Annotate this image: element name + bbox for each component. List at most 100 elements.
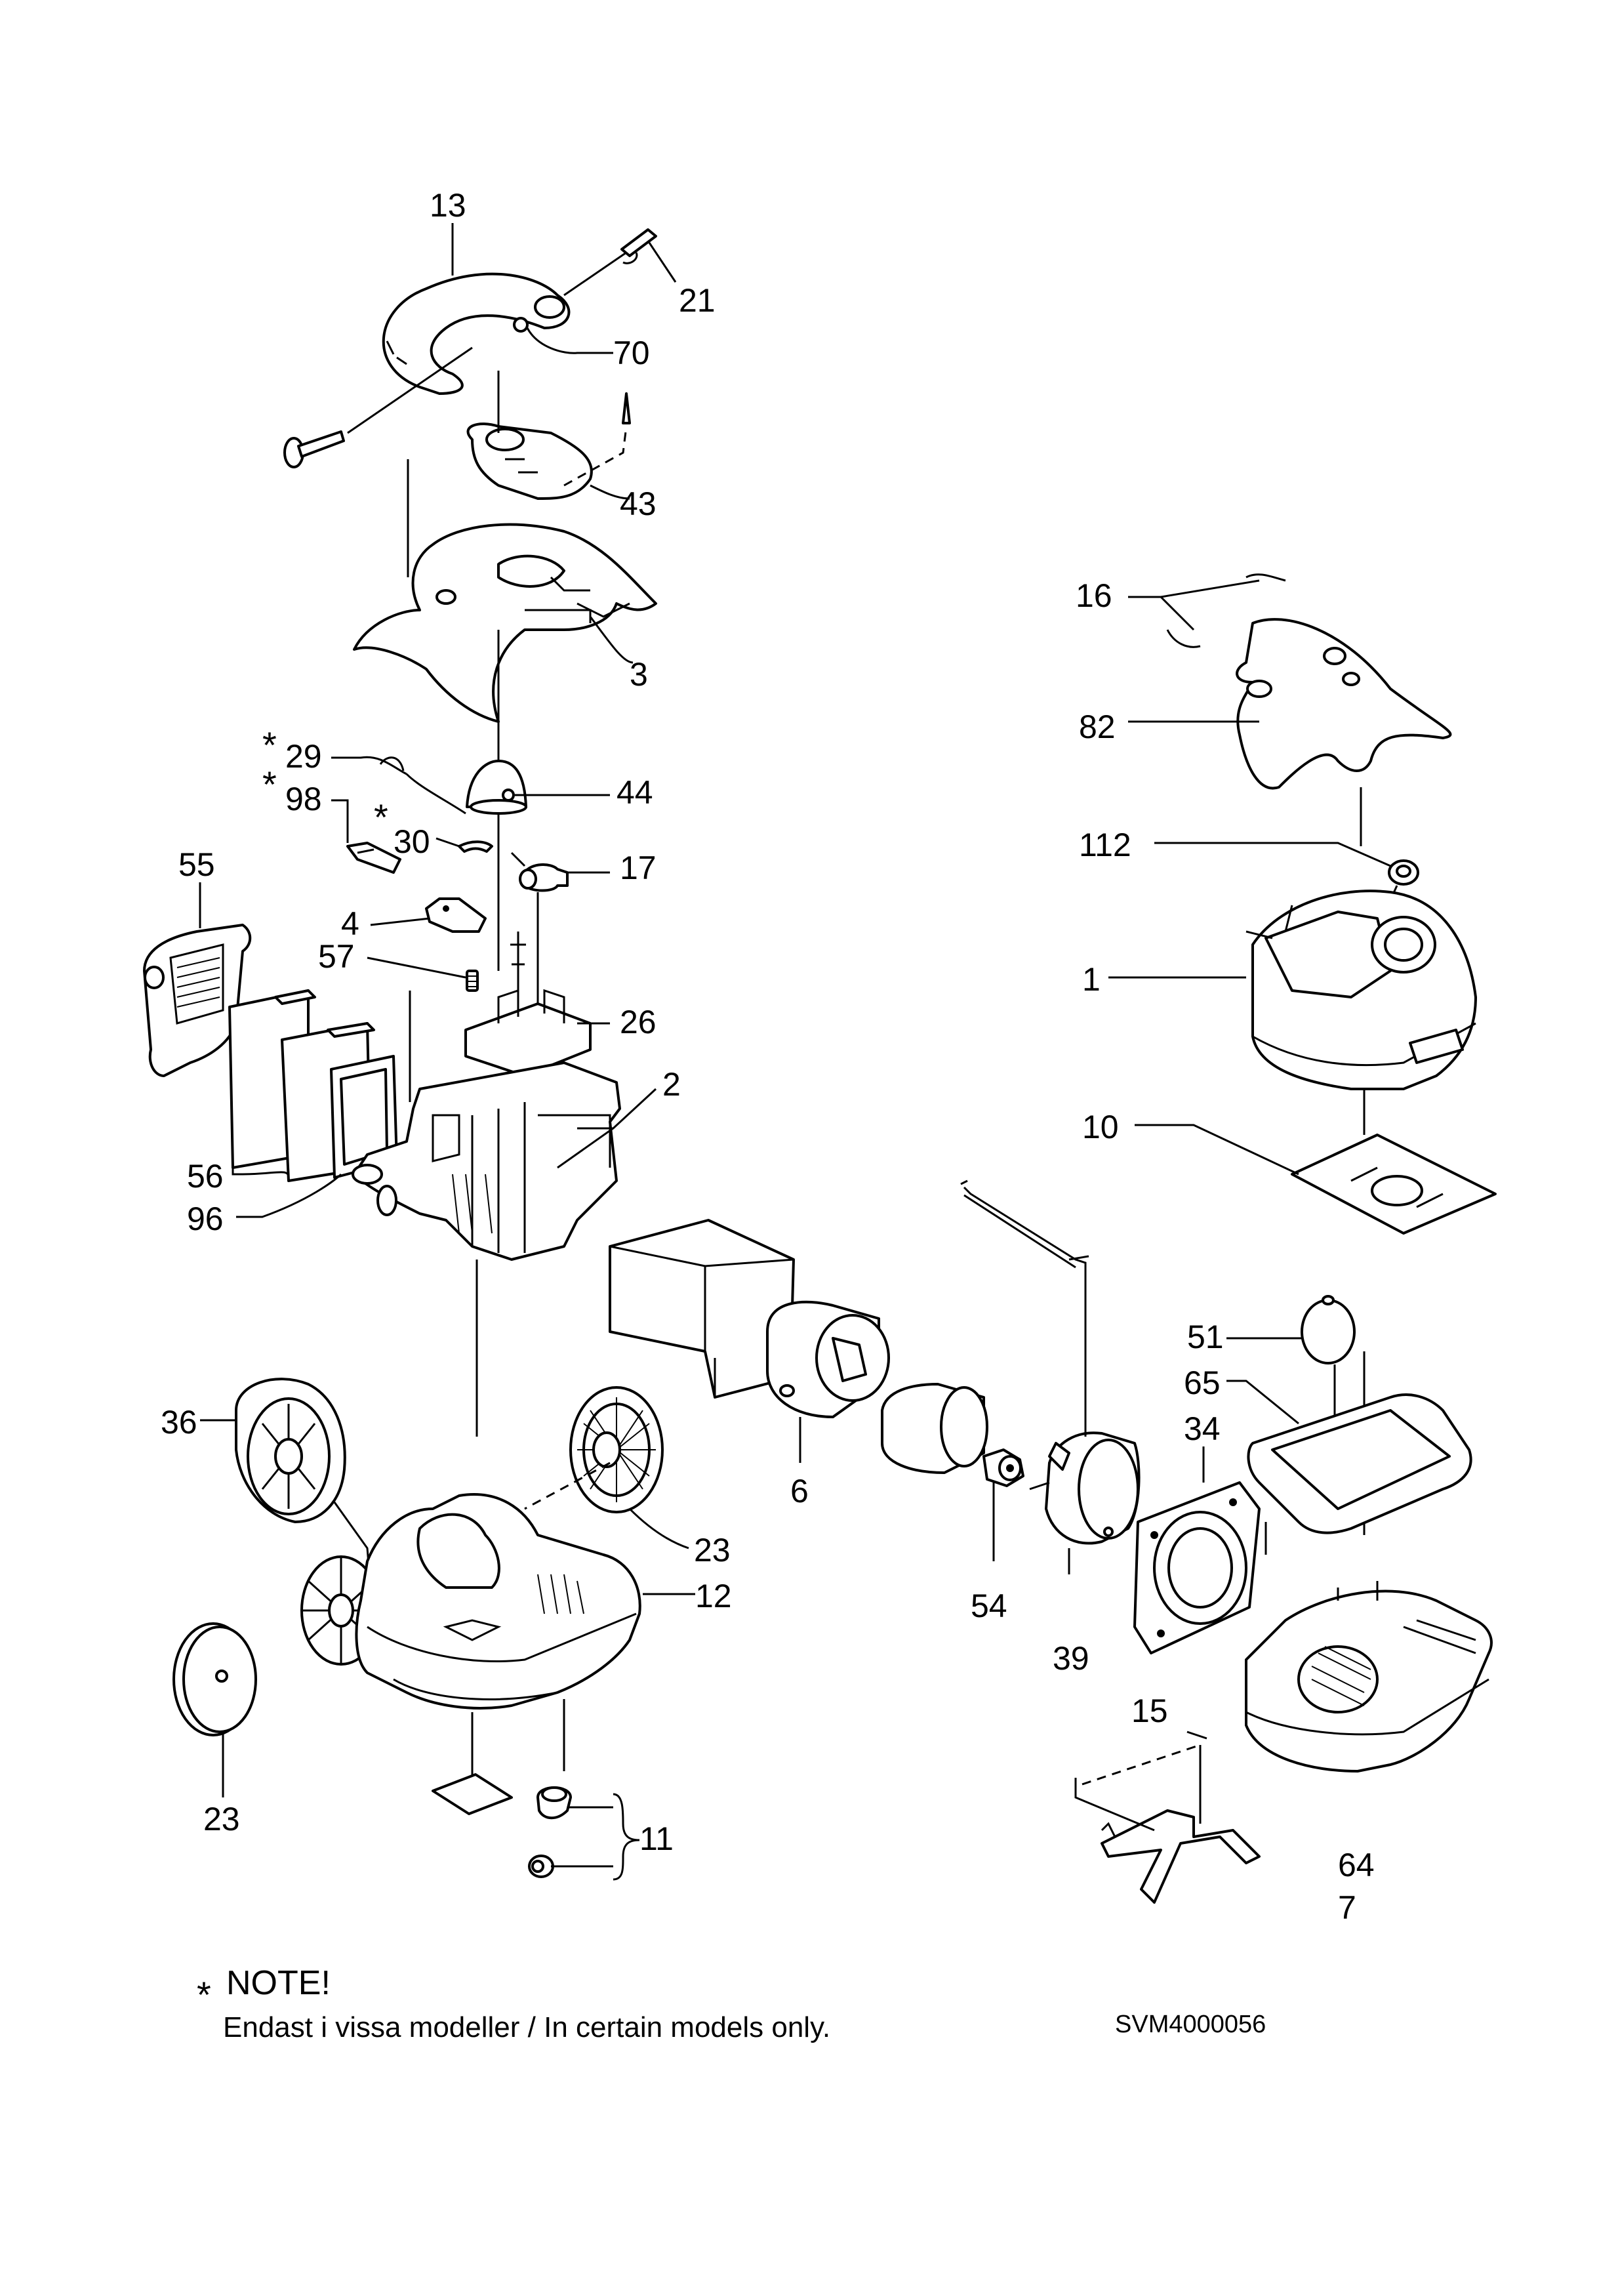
part-label-12: 12 bbox=[695, 1578, 732, 1614]
bag-box-part bbox=[609, 1219, 795, 1399]
part-label-30: 30 bbox=[394, 823, 430, 860]
leader-30 bbox=[435, 837, 460, 848]
cable-strip-part bbox=[960, 1179, 1089, 1437]
seal-frame-65-part bbox=[1247, 1393, 1472, 1534]
wheel-23-top-part bbox=[569, 1386, 664, 1513]
part-label-23b: 23 bbox=[203, 1801, 240, 1837]
part-label-21: 21 bbox=[679, 282, 716, 319]
part-label-98: 98 bbox=[285, 781, 322, 817]
note-block: * NOTE! Endast i vissa modeller / In cer… bbox=[197, 1964, 830, 2043]
part-label-15: 15 bbox=[1131, 1692, 1168, 1729]
part-label-55: 55 bbox=[178, 846, 215, 883]
gasket-51-part bbox=[1301, 1295, 1356, 1364]
motor-seal-34-part bbox=[1133, 1481, 1261, 1654]
motor-housing-6-part bbox=[766, 1300, 890, 1418]
leader-65 bbox=[1226, 1380, 1299, 1425]
leader-4 bbox=[370, 917, 430, 926]
nut-112-part bbox=[1388, 859, 1419, 886]
part-label-96: 96 bbox=[187, 1200, 224, 1237]
leader-96 bbox=[236, 1173, 342, 1218]
part-label-51: 51 bbox=[1187, 1319, 1224, 1355]
leader-70 bbox=[526, 327, 613, 354]
filter-housing-55-part bbox=[143, 924, 252, 1077]
asterisk-29: * bbox=[262, 724, 277, 766]
frame-96-part bbox=[330, 1055, 398, 1179]
latch-98-part bbox=[346, 842, 401, 874]
knob-part bbox=[466, 760, 527, 815]
part-label-29: 29 bbox=[285, 738, 322, 775]
brace-11 bbox=[613, 1793, 640, 1881]
leader-10 bbox=[1135, 1124, 1299, 1176]
lower-housing-right-part bbox=[1245, 1581, 1493, 1773]
bag-plate-10-part bbox=[1291, 1134, 1497, 1235]
small-screw bbox=[622, 392, 631, 424]
flap-82-part bbox=[1236, 618, 1452, 790]
part-labels: 13 21 70 43 3 16 82 * 29 * 98 * 30 44 17… bbox=[161, 187, 1375, 1926]
leader-16 bbox=[1128, 579, 1260, 631]
clip-15 bbox=[1186, 1731, 1207, 1740]
sleeve-part bbox=[881, 1383, 988, 1474]
handle-part bbox=[382, 272, 571, 395]
asterisk-30: * bbox=[374, 796, 388, 838]
part-label-13: 13 bbox=[430, 187, 466, 224]
part-label-57: 57 bbox=[318, 938, 355, 975]
spring-16-part bbox=[1166, 573, 1286, 648]
leader-3 bbox=[589, 616, 634, 664]
part-label-82: 82 bbox=[1079, 708, 1116, 745]
washer-part bbox=[513, 317, 529, 333]
part-label-3: 3 bbox=[630, 656, 648, 693]
part-label-54: 54 bbox=[971, 1588, 1007, 1624]
clip-29 bbox=[331, 756, 466, 815]
part-label-56: 56 bbox=[187, 1158, 224, 1195]
part-label-16: 16 bbox=[1076, 577, 1112, 614]
part-label-23a: 23 bbox=[694, 1532, 731, 1568]
spring-30 bbox=[458, 840, 493, 853]
part-label-26: 26 bbox=[620, 1004, 657, 1040]
button-17-part bbox=[519, 863, 569, 892]
part-label-44: 44 bbox=[617, 774, 653, 811]
wheel-23-left-part bbox=[172, 1622, 257, 1736]
spring-57-part bbox=[466, 970, 479, 992]
part-label-65: 65 bbox=[1184, 1364, 1221, 1401]
housing-2-part bbox=[352, 1061, 621, 1261]
dashed-stand-path bbox=[1082, 1744, 1201, 1786]
wheel-cover-36-part bbox=[235, 1378, 346, 1523]
motor-39-part bbox=[1029, 1431, 1141, 1545]
part-label-6: 6 bbox=[790, 1473, 809, 1509]
part-label-4: 4 bbox=[341, 905, 359, 942]
dashed-axle-path bbox=[524, 1462, 611, 1510]
base-plate-part bbox=[432, 1773, 513, 1815]
handle-screw-left bbox=[283, 430, 345, 468]
part-label-43: 43 bbox=[620, 485, 657, 522]
latch-4-part bbox=[425, 897, 487, 933]
asterisk-98: * bbox=[262, 764, 277, 805]
leader-11 bbox=[551, 1806, 613, 1868]
clip-29-shape bbox=[379, 756, 405, 771]
screw-axis-line bbox=[347, 346, 473, 434]
part-label-64: 64 bbox=[1338, 1847, 1375, 1883]
bracket-26-part bbox=[464, 989, 592, 1077]
axis-17 bbox=[510, 851, 526, 867]
leader-stand-left bbox=[1074, 1778, 1155, 1832]
top-cover-part bbox=[353, 523, 657, 723]
note-asterisk: * bbox=[197, 1974, 211, 2015]
cover-plate-part bbox=[466, 422, 593, 500]
pin-part bbox=[510, 932, 526, 997]
leader-2 bbox=[557, 1088, 657, 1169]
part-label-36: 36 bbox=[161, 1404, 197, 1441]
handle-screw-long bbox=[563, 228, 657, 297]
dashed-screw-path bbox=[563, 426, 628, 487]
lid-1-part bbox=[1245, 890, 1477, 1090]
part-label-70: 70 bbox=[613, 335, 650, 371]
leader-57 bbox=[367, 956, 466, 979]
leader-98 bbox=[331, 799, 349, 843]
part-label-17: 17 bbox=[620, 850, 657, 886]
drawing-code: SVM4000056 bbox=[1115, 2011, 1266, 2038]
note-text: Endast i vissa modeller / In certain mod… bbox=[223, 2011, 830, 2043]
leader-43 bbox=[590, 484, 630, 500]
leader-23-top bbox=[628, 1507, 689, 1549]
foot-11-part bbox=[528, 1786, 572, 1878]
part-label-2: 2 bbox=[662, 1066, 681, 1103]
part-label-112: 112 bbox=[1079, 827, 1131, 863]
